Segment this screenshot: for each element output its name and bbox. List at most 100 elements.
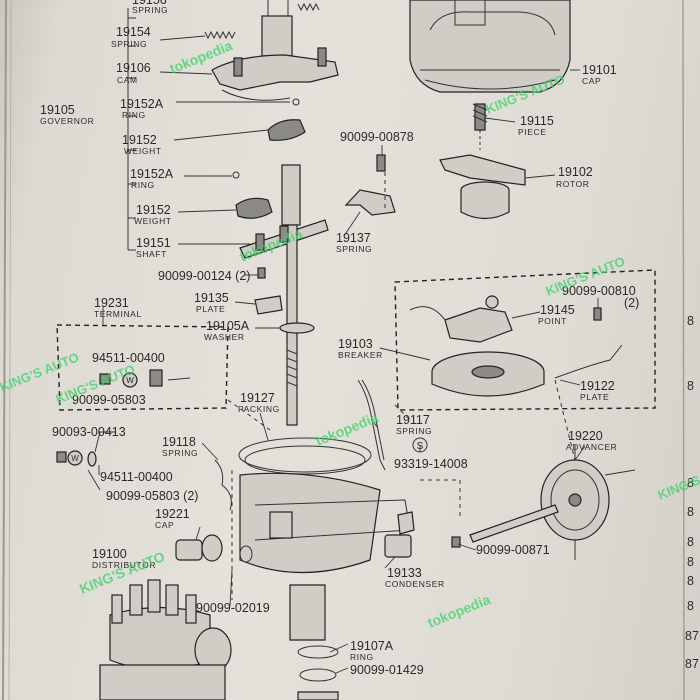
svg-text:DISTRIBUTOR: DISTRIBUTOR (92, 560, 156, 570)
svg-text:8: 8 (687, 535, 694, 549)
svg-text:PLATE: PLATE (196, 304, 225, 314)
governor-drawing (204, 0, 339, 219)
svg-text:WEIGHT: WEIGHT (134, 216, 172, 226)
svg-text:CAP: CAP (582, 76, 601, 86)
rings-drawing (297, 645, 339, 700)
svg-text:(2): (2) (624, 296, 639, 310)
svg-text:93319-14008: 93319-14008 (394, 457, 468, 471)
part-label: 90099-00878 (340, 130, 414, 144)
svg-text:90099-05803 (2): 90099-05803 (2) (106, 489, 198, 503)
svg-text:19101: 19101 (582, 63, 617, 77)
breaker-point-drawing (409, 295, 513, 343)
part-label: 90099-00871 (476, 543, 550, 557)
svg-text:SHAFT: SHAFT (136, 249, 167, 259)
svg-text:19154: 19154 (116, 25, 151, 39)
svg-text:POINT: POINT (538, 316, 567, 326)
svg-text:RING: RING (350, 652, 374, 662)
svg-text:CAM: CAM (117, 75, 138, 85)
leader-lines (87, 35, 599, 674)
part-label: 94511-00400 (92, 351, 165, 365)
svg-text:PIECE: PIECE (518, 127, 547, 137)
right-page-edge (682, 0, 685, 700)
svg-text:19152: 19152 (136, 203, 171, 217)
svg-text:PACKING: PACKING (238, 404, 280, 414)
watermark-tokopedia: tokopedia (313, 409, 380, 449)
part-label: 90099-05803 (2) (106, 489, 198, 503)
svg-text:19152A: 19152A (120, 97, 164, 111)
part-label: 90099-05803 (72, 393, 146, 407)
svg-text:RING: RING (122, 110, 146, 120)
svg-text:19151: 19151 (136, 236, 171, 250)
svg-text:19105A: 19105A (206, 319, 250, 333)
part-label: 93319-14008 (394, 457, 468, 471)
svg-text:19106: 19106 (116, 61, 151, 75)
shaft-drawing (239, 164, 329, 426)
distributor-cap-drawing (409, 0, 571, 93)
svg-text:94511-00400: 94511-00400 (100, 470, 173, 484)
svg-text:19133: 19133 (387, 566, 422, 580)
small-screws-drawing (257, 154, 602, 321)
svg-text:8: 8 (687, 379, 694, 393)
svg-text:ROTOR: ROTOR (556, 179, 590, 189)
svg-text:SPRING: SPRING (336, 244, 372, 254)
condenser-drawing (384, 511, 415, 558)
symbol-s: S (412, 437, 428, 453)
part-label: 90093-00413 (52, 425, 126, 439)
outside-washers-drawing (56, 450, 97, 467)
alignment-lines (227, 172, 576, 600)
watermark-tokopedia: tokopedia (425, 591, 492, 631)
svg-text:90099-00810: 90099-00810 (562, 284, 636, 298)
rotor-drawing (439, 154, 526, 220)
svg-text:8: 8 (687, 555, 694, 569)
svg-text:SPRING: SPRING (162, 448, 198, 458)
distributor-assembly-drawing (99, 579, 232, 700)
svg-text:SPRING: SPRING (111, 39, 147, 49)
svg-text:19156: 19156 (132, 0, 167, 7)
svg-text:ADVANCER: ADVANCER (566, 442, 617, 452)
breaker-plate-drawing (431, 344, 623, 397)
svg-text:19122: 19122 (580, 379, 615, 393)
svg-text:WEIGHT: WEIGHT (124, 146, 162, 156)
svg-text:19102: 19102 (558, 165, 593, 179)
svg-text:GOVERNOR: GOVERNOR (40, 116, 94, 126)
symbol-s-text: S (417, 441, 424, 452)
svg-text:87: 87 (685, 657, 699, 671)
svg-text:19221: 19221 (155, 507, 190, 521)
part-label: 94511-00400 (100, 470, 173, 484)
svg-text:90099-02019: 90099-02019 (196, 601, 270, 615)
symbol-w2-text: W (71, 454, 79, 463)
svg-text:19220: 19220 (568, 429, 603, 443)
part-label: 90099-01429 (350, 663, 424, 677)
svg-text:19118: 19118 (162, 435, 196, 449)
svg-text:90099-00878: 90099-00878 (340, 130, 414, 144)
svg-text:19103: 19103 (338, 337, 373, 351)
svg-text:19127: 19127 (240, 391, 275, 405)
svg-text:94511-00400: 94511-00400 (92, 351, 165, 365)
cap-small-drawing (175, 534, 253, 563)
svg-text:WASHER: WASHER (204, 332, 245, 342)
svg-text:CAP: CAP (155, 520, 174, 530)
breaker-box (394, 269, 656, 411)
part-label: 90099-00810(2) (562, 284, 639, 310)
